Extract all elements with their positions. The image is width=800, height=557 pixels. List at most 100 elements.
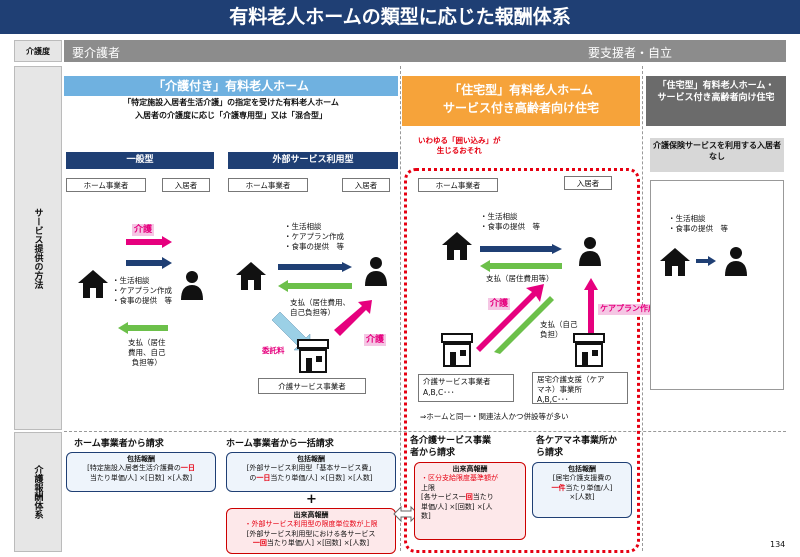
- fee-b-box: 包括報酬 [外部サービス利用型「基本サービス費」 の一日当たり単価/人] ×[日…: [226, 452, 396, 492]
- col2-head-1: 「住宅型」有料老人ホーム: [449, 83, 593, 97]
- col2-head: [402, 76, 640, 126]
- col1-desc-2: 入居者の介護度に応じ「介護専用型」又は「混合型」: [135, 111, 327, 120]
- fee-c-title-line: 各介護サービス事業: [410, 436, 492, 446]
- pay-line: 負担）: [540, 330, 563, 340]
- care-level-head: 介護度: [14, 40, 62, 62]
- fee-c-l3c: 当たり: [472, 493, 494, 502]
- shop-icon: [441, 333, 473, 367]
- fee-b2-box: 出来高報酬 ・外部サービス利用型の限度単位数が上限 [外部サービス利用型における…: [226, 508, 396, 554]
- house-icon: [78, 270, 108, 298]
- pay-line: 支払（居住: [128, 338, 166, 347]
- shop-icon: [297, 339, 329, 373]
- fee-c-line2: 上限: [421, 483, 435, 492]
- care-level-left: 要介護者: [72, 46, 121, 60]
- fee-c-line4: 単価/人] ×[回数] ×[人: [421, 502, 493, 511]
- home-operator-label-c: ホーム事業者: [418, 178, 498, 192]
- service-item: ・生活相談: [284, 222, 322, 231]
- caremanager-line: 居宅介護支援（ケア: [537, 375, 605, 384]
- kaigo-label-c: 介護: [488, 298, 511, 311]
- provider-line: A,B,C･･･: [423, 387, 455, 397]
- home-operator-label-a: ホーム事業者: [66, 178, 146, 192]
- service-item: ・食事の提供 等: [284, 242, 344, 252]
- service-item: ・食事の提供 等: [480, 222, 540, 232]
- fee-b-line1: [外部サービス利用型「基本サービス費」: [246, 464, 376, 473]
- col3-panel-border: [650, 180, 784, 390]
- provider-abc-label: 介護サービス事業者 A,B,C･･･: [418, 374, 514, 402]
- fee-d-l2b: 当たり単価/人]: [565, 483, 613, 492]
- fee-d-title-line: ら請求: [536, 447, 564, 458]
- kaigo-label-b: 介護: [364, 334, 387, 347]
- enclosure-line: 生じるおそれ: [436, 146, 482, 156]
- careplan-arrow: [584, 278, 598, 338]
- service-item: ・生活相談: [480, 212, 518, 221]
- fee-d-line1: [居宅介護支援費の: [552, 474, 612, 483]
- person-icon: [579, 237, 601, 266]
- fee-c-line5: 数]: [421, 512, 431, 521]
- person-icon: [181, 271, 203, 300]
- fee-b2-line2: [外部サービス利用型における各サービス: [246, 529, 376, 538]
- kaigo-arrow-b: [334, 300, 372, 336]
- house-icon: [442, 232, 472, 260]
- services-list-c: ・生活相談 ・食事の提供 等: [480, 212, 540, 232]
- fee-a-l1b: 一日: [180, 464, 195, 473]
- fee-b2-l3a: 一回: [252, 539, 267, 548]
- kaigo-arrow-c: [476, 284, 554, 354]
- fee-a-head: 包括報酬: [127, 455, 155, 463]
- services-list-b: ・生活相談 ・ケアプラン作成 ・食事の提供 等: [284, 222, 344, 252]
- sub-head-external: 外部サービス利用型: [228, 152, 398, 169]
- fee-a-title: ホーム事業者から請求: [74, 439, 164, 449]
- fee-a-line2: 当たり単価/人] ×[日数] ×[人数]: [89, 473, 193, 482]
- row-service-method: サービス提供の方法: [14, 66, 62, 430]
- resident-label-c: 入居者: [564, 176, 612, 190]
- arrow-service-d: [696, 256, 716, 266]
- fee-b-l2a: の: [249, 473, 257, 482]
- col3-head: 「住宅型」有料老人ホーム・サービス付き高齢者向け住宅: [646, 76, 786, 126]
- enclosure-label: いわゆる「囲い込み」が 生じるおそれ: [418, 136, 501, 156]
- divider-col1: [400, 66, 401, 551]
- enclosure-border: [404, 168, 640, 553]
- fee-d-title: 各ケアマネ事業所か ら請求: [536, 436, 617, 459]
- fee-c-line1: ・区分支給限度基準額が: [421, 474, 498, 483]
- fee-b-title: ホーム事業者から一括請求: [226, 439, 334, 449]
- fee-b-head: 包括報酬: [297, 455, 325, 463]
- house-icon: [660, 248, 690, 276]
- col2-head-2: サービス付き高齢者向け住宅: [442, 101, 599, 115]
- fee-b-l2c: 当たり単価/人] ×[日数] ×[人数]: [270, 473, 373, 482]
- fee-d-title-line: 各ケアマネ事業所か: [536, 436, 618, 446]
- kaigo-label-a: 介護: [132, 224, 155, 237]
- service-item: ・生活相談: [668, 214, 706, 223]
- col3-sub-text: 介護保険サービスを利用する入居者 なし: [653, 141, 781, 161]
- pay-label-b: 支払（居住費用、 自己負担等）: [290, 298, 350, 318]
- caremanager-line: A,B,C･･･: [537, 395, 569, 405]
- fee-d-line2: 一件当たり単価/人]: [533, 484, 631, 493]
- col1-desc-1: 「特定施設入居者生活介護」の指定を受けた有料老人ホーム: [123, 98, 339, 107]
- fee-c-l3b: 回: [465, 493, 473, 502]
- pay-arrow-a: [118, 322, 168, 334]
- fee-d-head: 包括報酬: [568, 465, 596, 473]
- shop-icon: [573, 333, 605, 367]
- same-corp-note: ⇒ホームと同一・関連法人かつ併設等が多い: [420, 412, 569, 421]
- service-item: ・食事の提供 等: [112, 296, 172, 306]
- home-operator-label-b: ホーム事業者: [228, 178, 308, 192]
- fee-c-line3: [各サービス一回当たり: [421, 493, 519, 502]
- careplan-label: ケアプラン作成: [598, 304, 658, 315]
- fee-c-title-line: 者から請求: [410, 447, 456, 458]
- itaku-label: 委託料: [262, 346, 285, 355]
- pay-arrow-c: [480, 260, 562, 272]
- col3-head-text: 「住宅型」有料老人ホーム・サービス付き高齢者向け住宅: [657, 81, 775, 104]
- fee-b2-line3: 一回当たり単価/人] ×[回数] ×[人数]: [227, 539, 395, 548]
- provider-line: 介護サービス事業者: [423, 377, 491, 386]
- fee-c-l3: [各サービス一: [421, 493, 466, 502]
- arrows-general: [126, 236, 172, 269]
- fee-d-box: 包括報酬 [居宅介護支援費の 一件当たり単価/人] ×[人数]: [532, 462, 632, 518]
- care-provider-label-b: 介護サービス事業者: [258, 378, 366, 394]
- col1-head: 「介護付き」有料老人ホーム: [64, 76, 398, 96]
- page-number: 134: [770, 540, 786, 549]
- page-title: 有料老人ホームの類型に応じた報酬体系: [0, 0, 800, 34]
- enclosure-line: いわゆる「囲い込み」が: [418, 136, 501, 145]
- services-list-d: ・生活相談 ・食事の提供 等: [668, 214, 728, 234]
- resident-label-b: 入居者: [342, 178, 390, 192]
- fee-c-head: 出来高報酬: [452, 465, 488, 473]
- caremanager-label: 居宅介護支援（ケア マネ）事業所 A,B,C･･･: [532, 372, 628, 404]
- pay-label-d: 支払（自己 負担）: [540, 320, 578, 340]
